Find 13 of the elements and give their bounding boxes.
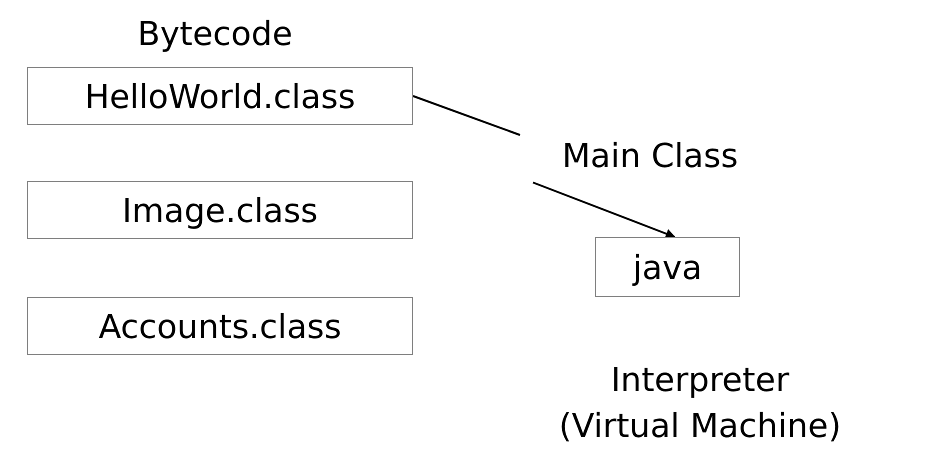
box-label: Image.class [122, 190, 318, 230]
annotation-text: Main Class [562, 136, 738, 174]
box-label: Accounts.class [98, 306, 342, 346]
class-box [27, 297, 413, 355]
box-label: HelloWorld.class [84, 76, 356, 116]
class-box [595, 237, 740, 297]
class-box [27, 67, 413, 125]
column-heading: Bytecode [136, 14, 294, 53]
arrow [532, 182, 676, 238]
box-label: java [632, 248, 702, 286]
class-box [27, 181, 413, 239]
node-caption: Interpreter (Virtual Machine) [558, 359, 842, 448]
connector-line [412, 95, 520, 136]
